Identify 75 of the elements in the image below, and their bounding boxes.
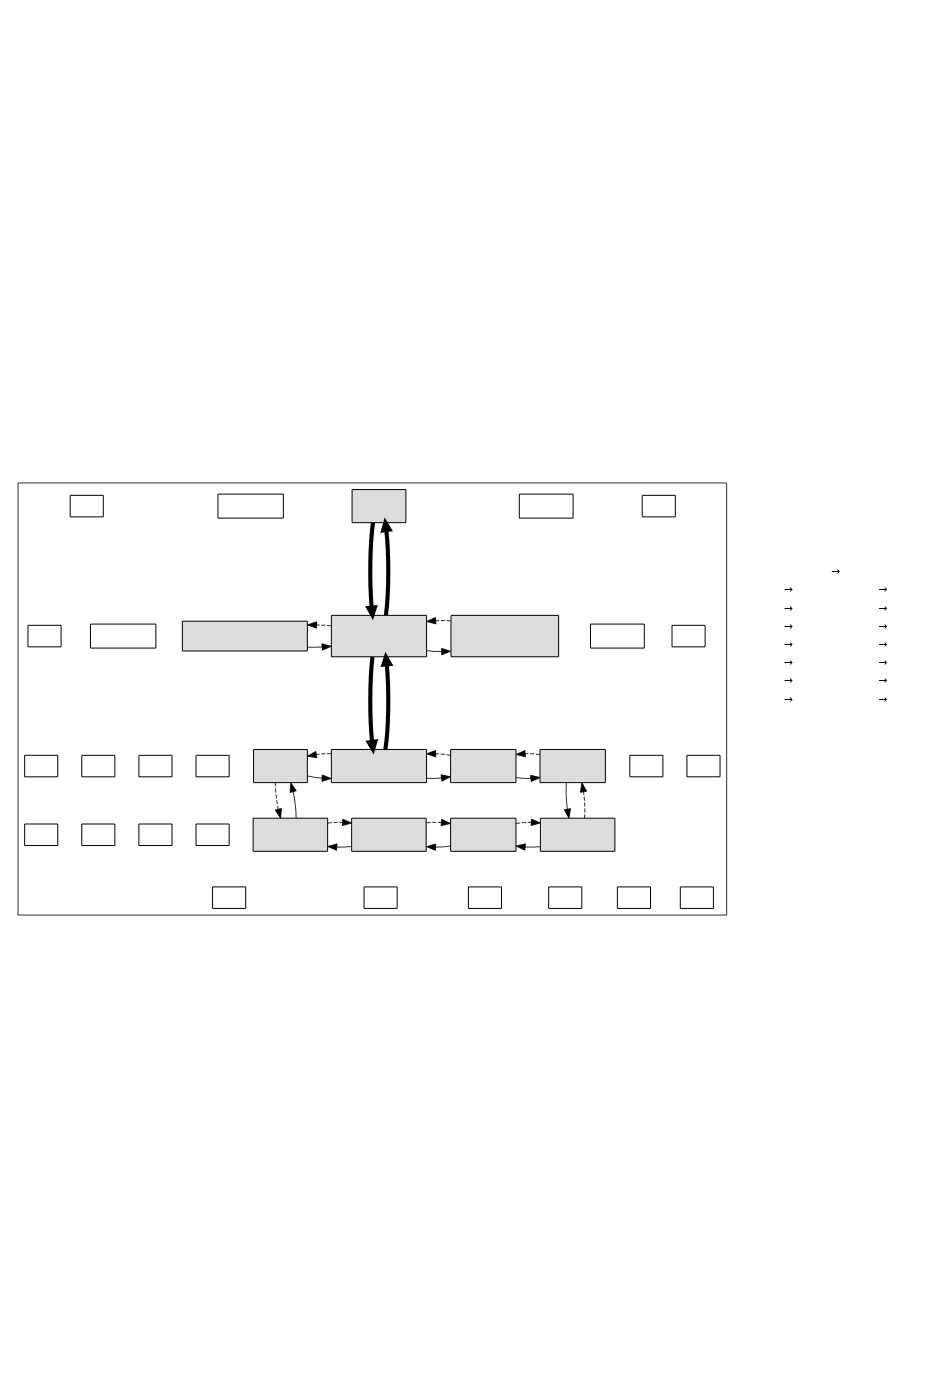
arrow bbox=[289, 781, 297, 819]
node-box bbox=[195, 823, 230, 846]
node-box bbox=[81, 754, 116, 777]
label: → bbox=[783, 673, 793, 687]
node-box bbox=[450, 748, 517, 783]
label: → bbox=[878, 582, 888, 596]
arrow bbox=[307, 642, 332, 651]
node-box bbox=[450, 817, 517, 852]
node-box bbox=[138, 823, 173, 846]
arrow bbox=[563, 781, 571, 819]
label: → bbox=[783, 637, 793, 651]
node-box bbox=[253, 748, 308, 783]
node-box bbox=[181, 620, 308, 651]
node-box bbox=[212, 885, 247, 909]
node-box bbox=[217, 493, 284, 519]
node-box bbox=[450, 614, 560, 657]
node-box bbox=[629, 754, 664, 777]
arrow bbox=[515, 818, 541, 826]
arrow bbox=[327, 818, 353, 826]
node-box bbox=[671, 624, 706, 647]
label: → bbox=[878, 655, 888, 669]
label: → bbox=[783, 619, 793, 633]
node-box bbox=[351, 817, 427, 852]
node-box bbox=[679, 885, 714, 909]
label: → bbox=[783, 655, 793, 669]
node-box bbox=[24, 823, 59, 846]
node-box bbox=[539, 817, 616, 852]
arrow bbox=[515, 749, 541, 757]
arrow bbox=[365, 656, 379, 754]
label: → bbox=[830, 564, 840, 578]
node-box bbox=[89, 623, 157, 649]
arrow bbox=[515, 774, 541, 782]
arrow bbox=[274, 781, 282, 819]
label: → bbox=[878, 619, 888, 633]
node-box bbox=[590, 623, 645, 649]
node-box bbox=[539, 748, 606, 783]
node-box bbox=[69, 494, 104, 517]
node-box bbox=[641, 494, 676, 517]
arrow bbox=[426, 616, 452, 624]
label: → bbox=[783, 692, 793, 706]
node-box bbox=[467, 885, 502, 909]
node-box bbox=[351, 488, 407, 523]
node-box bbox=[548, 885, 583, 909]
arrow bbox=[327, 843, 353, 851]
node-box bbox=[363, 885, 398, 909]
arrow bbox=[380, 517, 393, 615]
label: → bbox=[878, 637, 888, 651]
arrow bbox=[426, 773, 451, 782]
arrow bbox=[580, 781, 588, 819]
node-box bbox=[518, 493, 574, 519]
node-box bbox=[252, 817, 329, 852]
node-box bbox=[616, 885, 651, 909]
node-box bbox=[686, 754, 721, 777]
label: → bbox=[878, 692, 888, 706]
label: → bbox=[783, 601, 793, 615]
arrow bbox=[365, 521, 378, 620]
label: → bbox=[783, 582, 793, 596]
arrow bbox=[515, 842, 541, 851]
label: → bbox=[878, 601, 888, 615]
arrow bbox=[426, 647, 452, 655]
node-box bbox=[24, 754, 59, 777]
node-box bbox=[330, 748, 428, 783]
node-box bbox=[138, 754, 173, 777]
arrow bbox=[307, 620, 332, 629]
node-box bbox=[195, 754, 230, 777]
node-box bbox=[330, 614, 428, 657]
arrow bbox=[307, 774, 332, 782]
arrow bbox=[426, 843, 451, 851]
arrow bbox=[380, 651, 394, 750]
arrow bbox=[426, 749, 451, 757]
node-box bbox=[81, 823, 116, 846]
label: → bbox=[878, 673, 888, 687]
node-box bbox=[27, 624, 62, 647]
arrow bbox=[426, 818, 451, 826]
arrow bbox=[307, 750, 332, 758]
